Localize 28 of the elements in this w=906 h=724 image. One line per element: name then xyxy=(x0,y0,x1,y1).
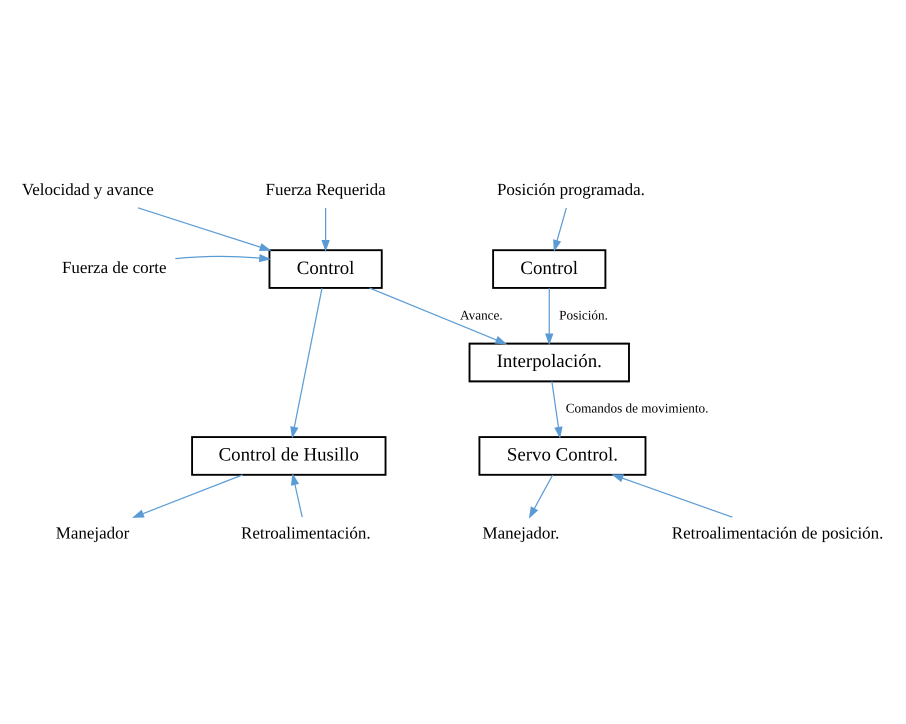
node-box: Interpolación. xyxy=(468,342,630,382)
node-box: Control de Husillo xyxy=(191,436,386,476)
node-box: Servo Control. xyxy=(478,436,646,476)
arrow xyxy=(528,474,554,518)
arrow xyxy=(321,207,330,252)
node-text: Fuerza Requerida xyxy=(266,179,386,198)
node-text: Manejador. xyxy=(482,522,560,542)
node-box: Control xyxy=(268,248,383,288)
arrow xyxy=(132,474,243,518)
arrow xyxy=(138,206,272,251)
arrow xyxy=(553,207,567,252)
arrow xyxy=(545,288,554,345)
node-text: Posición programada. xyxy=(496,179,645,198)
node-text: Retroalimentación de posición. xyxy=(672,522,884,542)
node-text: Velocidad y avance xyxy=(22,179,154,198)
edge-label: Comandos de movimiento. xyxy=(566,400,708,416)
node-text: Manejador xyxy=(56,522,130,542)
node-text: Fuerza de corte xyxy=(62,258,167,277)
edge-label: Avance. xyxy=(460,306,503,322)
node-text: Retroalimentación. xyxy=(241,522,371,542)
node-box: Control xyxy=(492,248,606,288)
arrow xyxy=(611,474,733,518)
arrow xyxy=(369,286,508,344)
arrow xyxy=(551,380,563,438)
arrow xyxy=(175,253,272,262)
edge-label: Posición. xyxy=(559,306,608,322)
arrow xyxy=(290,287,323,438)
arrow xyxy=(290,472,303,517)
